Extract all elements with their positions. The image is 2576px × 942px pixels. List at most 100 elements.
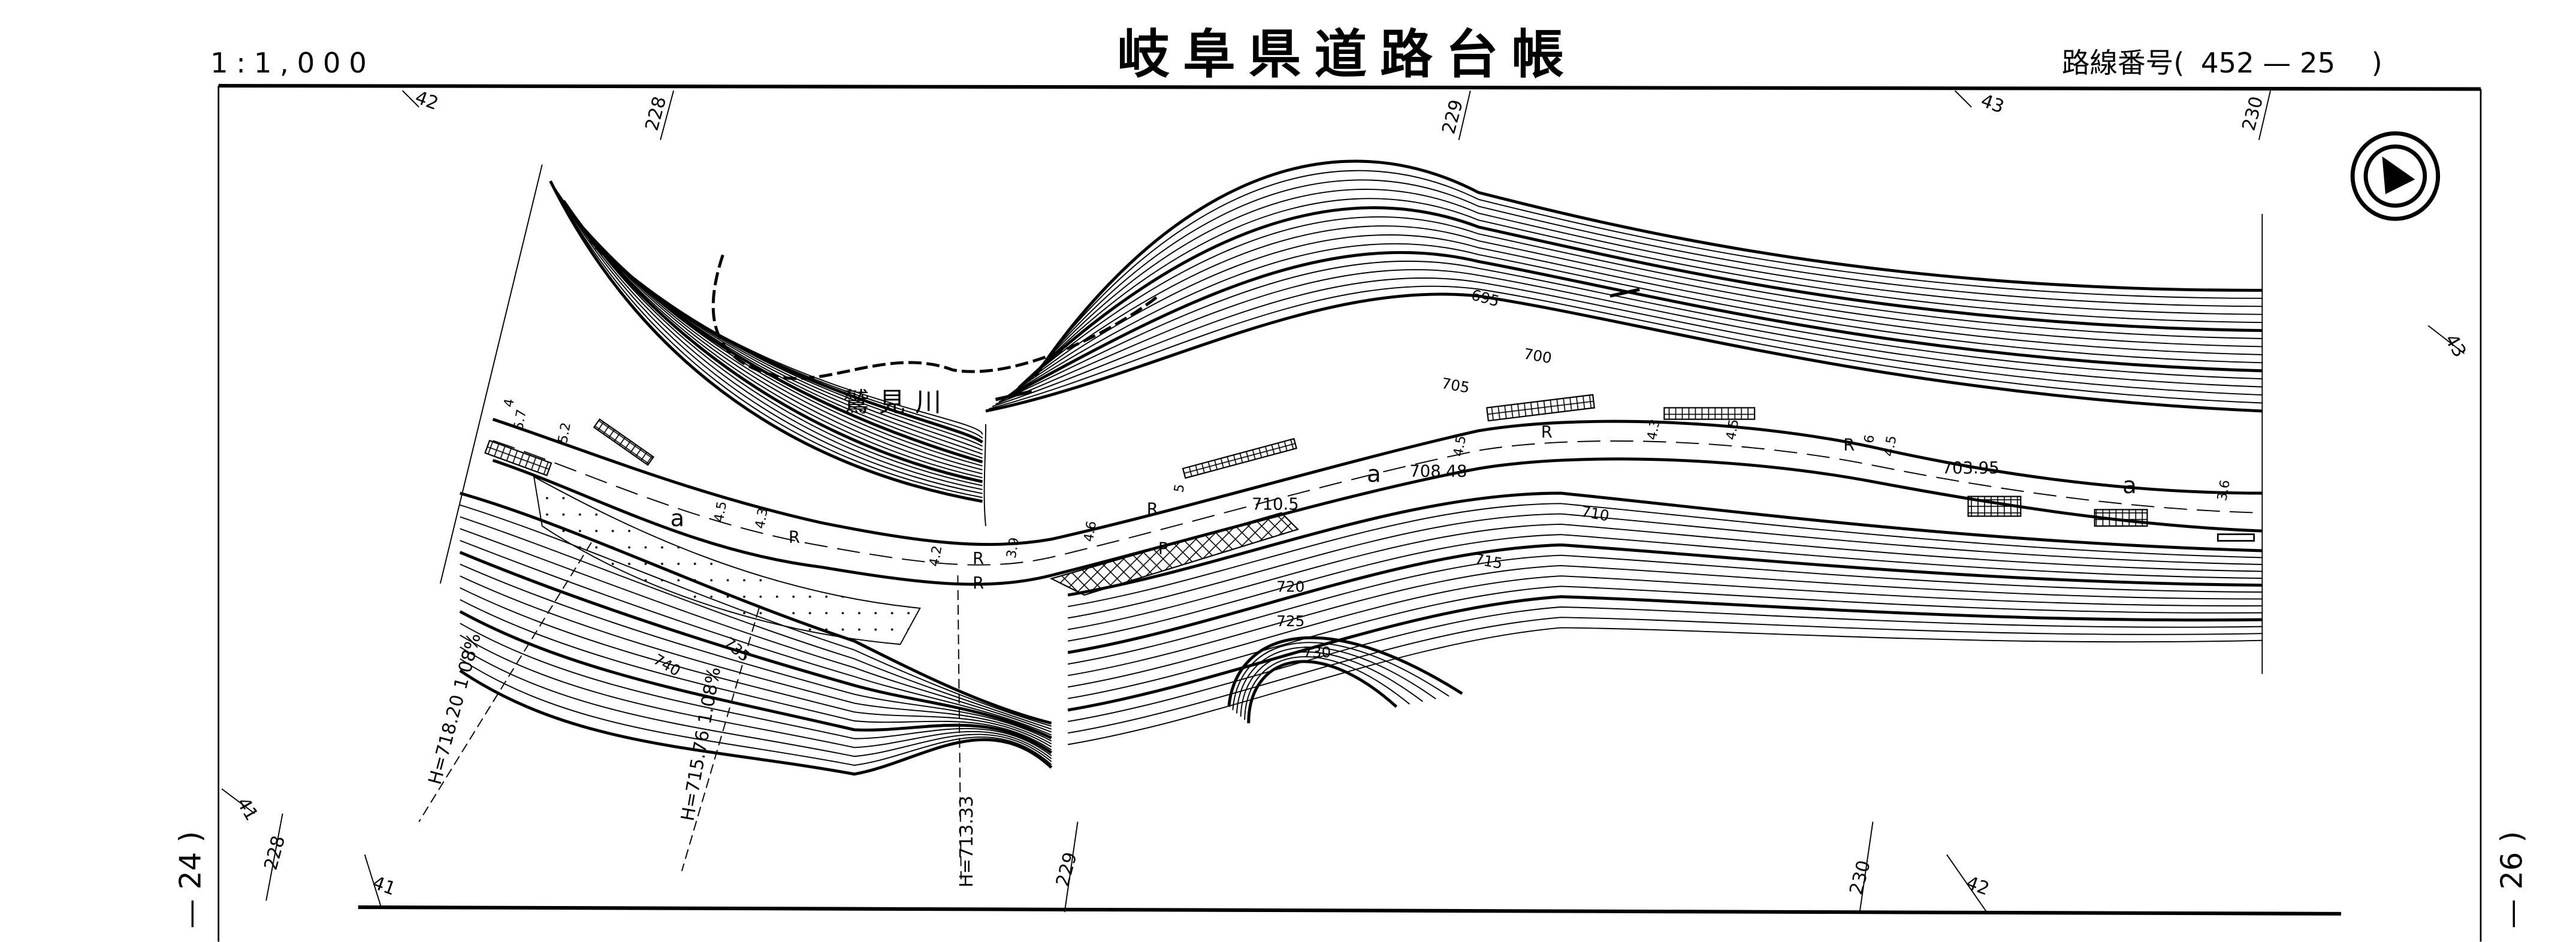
north-arrow-icon <box>2350 131 2441 221</box>
grid-label: 43 <box>1978 90 2007 118</box>
contour-line <box>1028 179 2263 382</box>
road-mark-a: a <box>671 505 685 532</box>
contour-line <box>594 247 983 435</box>
road-width-mark: 5 <box>1171 483 1188 494</box>
contour-line <box>570 212 983 471</box>
contour-line <box>1067 564 2263 677</box>
road-width-mark: 4 <box>502 397 518 408</box>
contour-line <box>459 551 1052 739</box>
contour-line <box>1227 636 1463 707</box>
contour-label: 705 <box>1440 375 1470 397</box>
contour-line <box>1014 216 2263 391</box>
scale-label: 1:1,000 <box>210 47 375 79</box>
contour-line <box>575 219 983 464</box>
contour-line <box>568 208 983 475</box>
road-width-mark: 4.5 <box>712 500 730 524</box>
frame-top <box>218 84 2481 91</box>
grid-label: 229 <box>1438 98 1467 137</box>
contour-line <box>459 610 1053 754</box>
contour-line <box>1067 491 2263 597</box>
contour-line <box>1067 585 2263 699</box>
contour-line <box>1001 251 2263 401</box>
road-mark-R: R <box>973 550 984 568</box>
road-width-mark: 3.9 <box>1004 536 1023 560</box>
contour-line <box>1025 188 2263 384</box>
contour-line <box>1017 206 2263 390</box>
road-width-mark: 4.6 <box>1082 520 1100 544</box>
contour-line <box>1067 543 2263 654</box>
contour-line <box>995 269 2263 405</box>
contour-line <box>460 635 1052 759</box>
road-width-mark: 4.5 <box>1882 434 1900 458</box>
grid-label: 230 <box>2239 94 2268 133</box>
contour-line <box>460 587 1052 748</box>
guardrails <box>484 394 2148 527</box>
road-mark-R: R <box>1147 500 1158 519</box>
contour-line <box>552 185 983 499</box>
road-width-mark: 6 <box>1862 434 1878 445</box>
grid-label: 41 <box>232 794 262 825</box>
road-width-mark: 4.3 <box>1645 418 1663 442</box>
contour-line <box>1067 595 2263 712</box>
road-mark-R: R <box>1843 436 1855 455</box>
route-number-label: 路線番号(452 — 25) <box>2062 47 2382 79</box>
contour-line <box>992 277 2263 407</box>
profile-label: H=715.761.08% <box>677 666 725 823</box>
contour-line <box>460 599 1052 751</box>
sheet-left-link[interactable]: — 24 ) <box>173 831 207 929</box>
grid-label: 228 <box>642 94 671 133</box>
contour-label: 700 <box>1523 345 1553 367</box>
contour-line <box>555 188 983 494</box>
contour-label: 710 <box>1580 503 1610 525</box>
contour-line <box>1031 170 2263 379</box>
fill-slope <box>533 475 921 645</box>
contour-line <box>985 292 2263 413</box>
profile-label: H=713.33 <box>956 796 977 887</box>
contour-line <box>460 658 1052 766</box>
contour-line <box>1067 523 2263 630</box>
sheet-right-link[interactable]: — 26 ) <box>2495 831 2529 929</box>
contour-line <box>1067 575 2263 688</box>
contour-line <box>460 516 1052 730</box>
contour-line <box>460 623 1052 756</box>
contour-line <box>549 180 983 503</box>
road-mark-R: R <box>789 528 800 547</box>
contour-line <box>460 646 1052 762</box>
contour-line <box>1067 503 2263 608</box>
contour-line <box>557 192 983 490</box>
contour-label: 715 <box>1473 550 1503 572</box>
grid-label: 42 <box>412 87 441 114</box>
contour-line <box>1232 642 1449 710</box>
elevation-point: 708.48 <box>1409 463 1467 481</box>
river-channel <box>983 424 986 526</box>
road-width-mark: 4.3 <box>753 507 771 530</box>
road-centerline <box>493 440 2263 566</box>
contour-line <box>998 260 2263 403</box>
contour-label: 720 <box>1276 578 1304 596</box>
contour-line <box>1034 159 2263 378</box>
contour-line <box>1067 513 2263 619</box>
contour-line <box>459 669 1053 776</box>
retaining-wall-hatched <box>1049 512 1300 596</box>
elevation-point: 710.5 <box>1252 495 1298 514</box>
road-mark-P: P <box>1158 539 1168 558</box>
page-title: 岐阜県道路台帳 <box>1117 24 1577 85</box>
road-mark-a: a <box>2122 472 2137 499</box>
road-width-mark: 3.6 <box>2215 479 2233 502</box>
road-width-mark: 4.5 <box>1724 418 1743 442</box>
grid-label: 230 <box>1846 858 1875 897</box>
contour-line <box>1067 534 2263 642</box>
river-name: 鷲見川 <box>842 387 951 418</box>
contour-label: 725 <box>1276 612 1304 630</box>
road-edge-upper <box>492 418 2263 547</box>
road-width-mark: 4.5 <box>1451 434 1469 458</box>
contour-line <box>460 563 1052 742</box>
contour-line <box>460 540 1052 736</box>
road-width-mark: 5.7 <box>511 408 530 431</box>
grid-label: 229 <box>1052 850 1082 889</box>
grid-ticks <box>221 90 2465 914</box>
contour-line <box>1247 660 1398 723</box>
road-width-mark: 4.2 <box>927 545 946 568</box>
contour-line <box>1244 656 1410 720</box>
